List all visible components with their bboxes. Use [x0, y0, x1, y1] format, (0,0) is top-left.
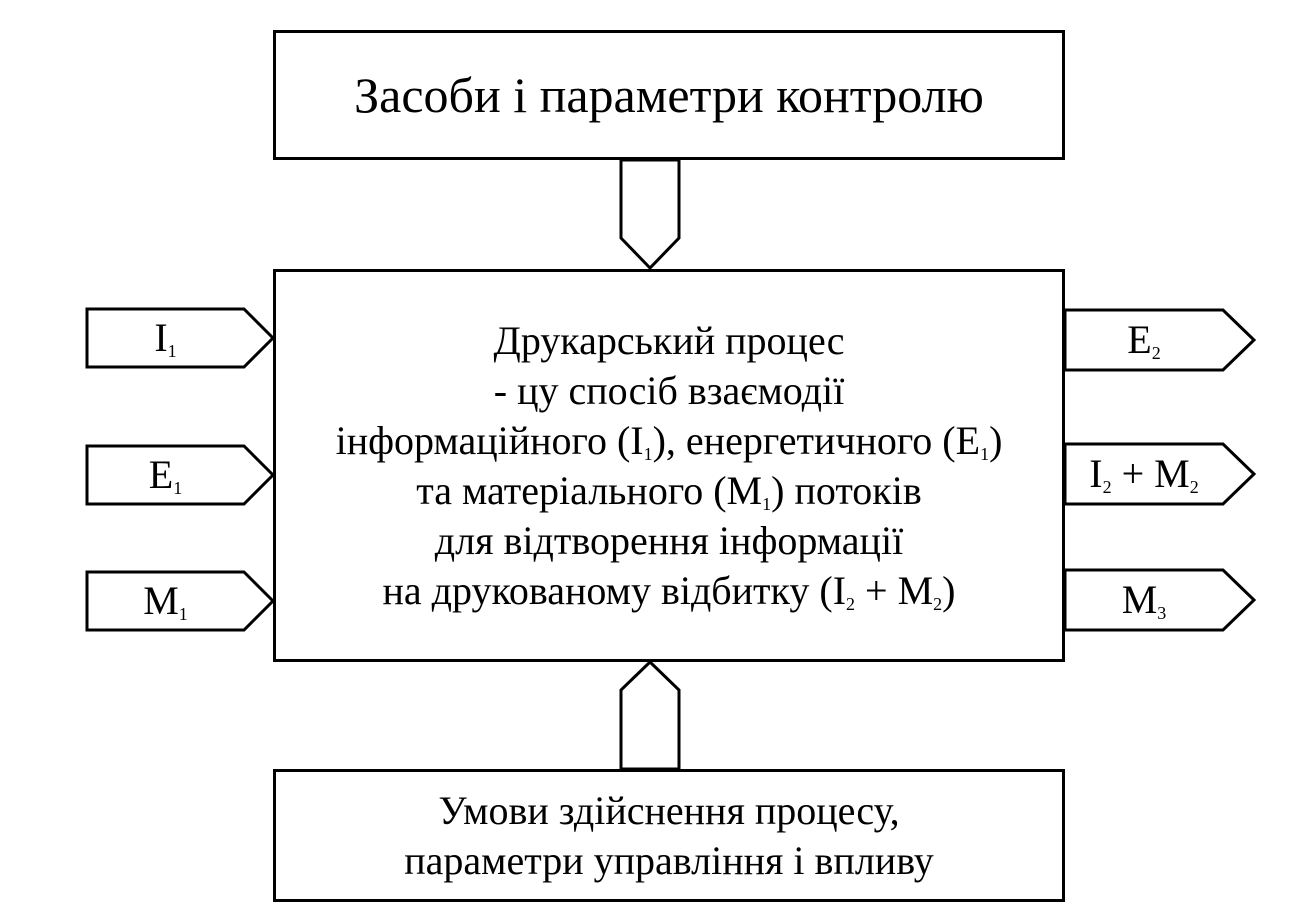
conditions-line-2: параметри управління і впливу — [404, 837, 934, 883]
input-label-e1: E1 — [148, 452, 183, 499]
arrow-up-conditions — [619, 659, 681, 771]
control-means-title: Засоби і параметри контролю — [354, 67, 984, 123]
process-line-1: Друкарський процес — [493, 317, 845, 363]
process-line-2: - цу спосіб взаємодії — [493, 367, 845, 413]
arrow-down-control — [619, 158, 681, 271]
process-conditions-box: Умови здійснення процесу, параметри упра… — [273, 769, 1065, 902]
output-label-e2: E2 — [1127, 317, 1161, 364]
conditions-line-1: Умови здійснення процесу, — [438, 787, 900, 833]
control-means-box: Засоби і параметри контролю — [273, 30, 1065, 160]
printing-process-box: Друкарський процес - цу спосіб взаємодії… — [273, 269, 1065, 662]
output-label-m3: M3 — [1121, 577, 1167, 624]
input-label-m1: M1 — [143, 578, 188, 625]
process-line-4: та матеріального (M1) потоків — [416, 467, 922, 514]
process-line-5: для відтворення інформації — [434, 517, 904, 563]
output-label-i2-m2: I2 + M2 — [1089, 451, 1199, 498]
input-label-i1: I1 — [154, 315, 177, 362]
process-line-3: інформаційного (I1), енергетичного (E1) — [335, 417, 1003, 464]
process-line-6: на друкованому відбитку (I2 + M2) — [382, 567, 956, 614]
